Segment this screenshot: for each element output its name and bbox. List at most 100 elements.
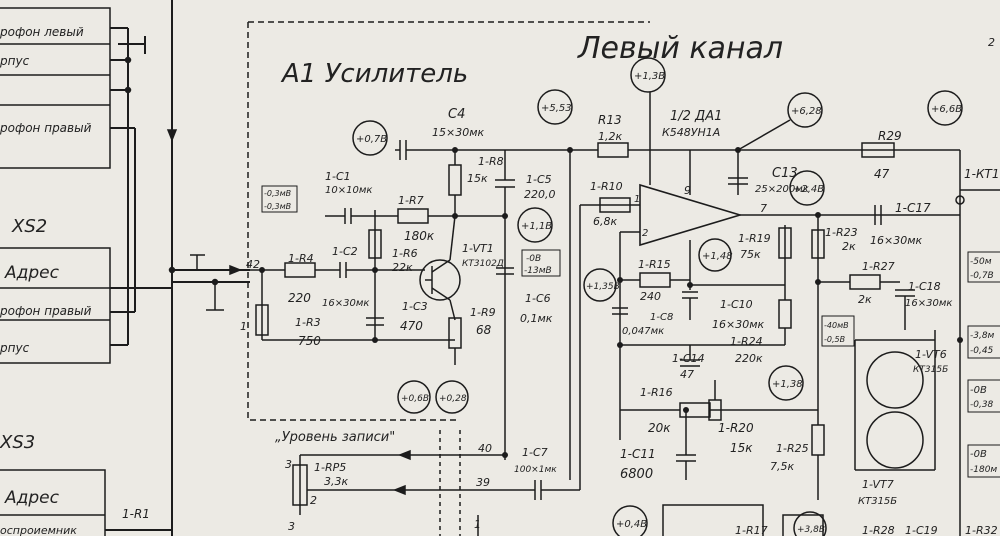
label-c8-name: 1-C8 [650, 312, 673, 323]
label-rp5-name: 1-RP5 [314, 461, 346, 474]
label-r19-val: 75к [740, 248, 761, 261]
label-c13-val: 25×200мк [755, 184, 809, 195]
label-c1-val: 10×10мк [325, 185, 372, 196]
level-03b: -0,3мВ [264, 202, 291, 211]
pin-1c: 1 [634, 194, 640, 205]
label-c19-name: 1-C19 [905, 524, 938, 536]
label-vt6-name: 1-VT6 [915, 348, 947, 361]
pin-42: 42 [246, 258, 260, 271]
level-0b: -0В [526, 254, 541, 264]
label-r6-val: 22к [392, 261, 413, 274]
label-mic-left: рофон левый [0, 25, 84, 39]
label-r16-val: 20к [648, 421, 671, 435]
voltage-148: +1,48 [702, 251, 733, 262]
label-r6-name: 1-R6 [392, 247, 418, 260]
label-r32-name: 1-R32 [965, 524, 998, 536]
pin-2: 2 [310, 494, 317, 507]
label-r8-val: 15к [467, 172, 488, 185]
pin-3: 3 [285, 458, 292, 471]
label-r15-name: 1-R15 [638, 258, 671, 271]
voltage-135: +1,35В [586, 282, 620, 292]
label-vospriemnik: оспроиемник [0, 524, 77, 536]
pin-1a: 1 [240, 320, 247, 333]
label-c3-name: 1-C3 [402, 300, 428, 313]
level-03a: -0,3мВ [264, 189, 291, 198]
label-c4-name: C4 [448, 107, 465, 122]
level-045: -0,45 [970, 346, 994, 356]
label-c4-val: 15×30мк [432, 126, 485, 139]
pin-39: 39 [476, 476, 490, 489]
level-05: -0,5В [824, 335, 845, 344]
label-r15-val: 240 [640, 290, 661, 303]
label-r13-val: 1,2к [598, 130, 622, 143]
label-c6-val: 0,1мк [520, 312, 553, 325]
label-r27-val: 2к [858, 293, 872, 306]
label-vt7-name: 1-VT7 [862, 478, 894, 491]
label-c10-val: 16×30мк [712, 318, 765, 331]
label-r3-name: 1-R3 [295, 316, 321, 329]
pin-3c: 3 [288, 520, 295, 533]
level-08b: -0В [970, 449, 987, 460]
label-r25-val: 7,5к [770, 460, 794, 473]
pin-40: 40 [478, 442, 492, 455]
label-r4-val: 220 [288, 291, 311, 305]
level-50: -50м [970, 257, 992, 267]
label-r24-val: 220к [735, 352, 763, 365]
label-c7-val: 100×1мк [514, 465, 557, 475]
label-c17-name: 1-C17 [895, 201, 931, 215]
edge-label-2: 2 [988, 36, 995, 49]
voltage-11: +1,1В [521, 221, 552, 232]
label-c2-val: 16×30мк [322, 298, 369, 309]
label-c5-val: 220,0 [524, 188, 556, 201]
label-mic-right-1: рофон правый [0, 121, 92, 135]
voltage-553: +5,53 [541, 103, 572, 114]
level-038: -0,38 [970, 400, 994, 410]
voltage-13: +1,3В [634, 71, 665, 82]
label-r23-val: 2к [842, 240, 856, 253]
connector-xs3-box [0, 469, 106, 536]
label-c14-name: 1-C14 [672, 352, 705, 365]
label-korpus-1: рпус [0, 54, 30, 68]
label-c7-name: 1-C7 [522, 446, 548, 459]
labels-layer: Левый канал A1 Усилитель XS2 XS3 Адрес А… [0, 25, 999, 536]
label-r27-name: 1-R27 [862, 260, 895, 273]
voltage-028: +0,28 [439, 394, 467, 404]
voltage-628: +6,28 [791, 106, 822, 117]
label-r10-val: 6,8к [593, 215, 617, 228]
label-c13-name: C13 [772, 166, 798, 181]
label-c3-val: 470 [400, 319, 423, 333]
level-38: -3,8м [970, 331, 995, 341]
label-r8-name: 1-R8 [478, 155, 504, 168]
pin-9: 9 [684, 184, 691, 197]
label-da1-name: 1/2 ДА1 [670, 109, 722, 124]
label-r7-val: 180к [404, 229, 435, 243]
label-r25-name: 1-R25 [776, 442, 809, 455]
label-c11-name: 1-C11 [620, 447, 656, 461]
label-c6-name: 1-C6 [525, 292, 551, 305]
label-c11-val: 6800 [620, 467, 653, 482]
label-c8-val: 0,047мк [622, 326, 664, 337]
connector-xs2-box [0, 247, 111, 364]
label-mic-right-2: рофон правый [0, 304, 92, 318]
label-r4-name: 1-R4 [288, 252, 314, 265]
pin-7: 7 [760, 202, 767, 215]
connector-xs1-box [0, 7, 111, 169]
title-block: A1 Усилитель [280, 59, 468, 89]
voltage-66: +6,6В [931, 104, 962, 115]
label-vt1-type: КТ3102Д [462, 259, 504, 269]
label-r20-name: 1-R20 [718, 421, 754, 435]
label-r13-name: R13 [598, 113, 622, 127]
label-xs3: XS3 [0, 432, 35, 453]
level-07: -0,7В [970, 271, 994, 281]
label-recording-level: „Уровень записи" [275, 430, 395, 445]
label-r24-name: 1-R24 [730, 335, 763, 348]
label-r19-name: 1-R19 [738, 232, 771, 245]
label-c10-name: 1-C10 [720, 298, 753, 311]
label-xs2: XS2 [11, 216, 47, 237]
label-c18-val: 16×30мк [905, 298, 952, 309]
label-c18-name: 1-C18 [908, 280, 941, 293]
label-r7-name: 1-R7 [398, 194, 424, 207]
voltage-24: +2,4В [793, 184, 824, 195]
level-40: -40мВ [824, 321, 849, 330]
